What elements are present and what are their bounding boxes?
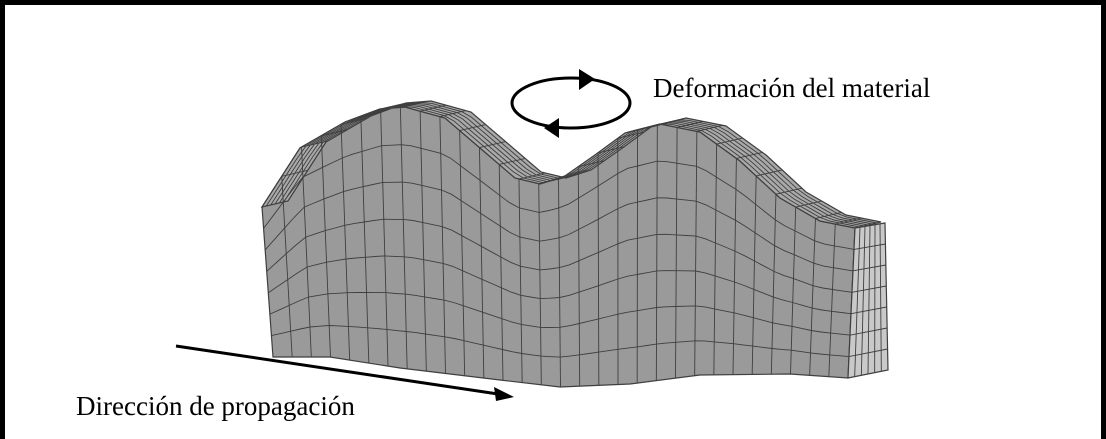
mesh-line (301, 147, 312, 358)
mesh-line (637, 123, 664, 131)
mesh-line (851, 285, 887, 293)
mesh-line (538, 177, 565, 185)
mesh-line (617, 131, 644, 139)
mesh-line (498, 164, 504, 381)
mesh-line (321, 129, 348, 137)
mesh-line (266, 218, 853, 293)
mesh-line (400, 100, 427, 108)
mesh-line (380, 102, 407, 110)
mesh-line (518, 178, 523, 383)
mesh-line (795, 200, 822, 208)
mesh-line (281, 176, 293, 358)
mesh-grid (263, 100, 888, 387)
mesh-line (854, 227, 861, 377)
mesh-line (263, 144, 855, 250)
mesh-line (597, 146, 625, 154)
mesh-line (558, 178, 561, 387)
front-face (261, 106, 856, 388)
mesh-line (478, 147, 485, 379)
mesh-line (459, 130, 466, 376)
mesh-line (852, 264, 886, 272)
mesh-line (419, 111, 427, 372)
mesh-line (301, 140, 328, 148)
mesh-line (657, 118, 684, 126)
mesh-line (732, 158, 737, 375)
mesh-line (360, 116, 370, 364)
rotation-arrowhead-bottom (544, 118, 559, 138)
rotation-arrowhead-top (579, 69, 595, 90)
mesh-line (271, 325, 850, 358)
propagation-arrow (175, 344, 514, 401)
top-surface (260, 100, 882, 229)
mesh-line (597, 152, 600, 386)
mesh-line (775, 187, 803, 195)
mesh-line (694, 131, 698, 376)
mesh-line (499, 158, 526, 165)
mesh-line (281, 169, 308, 177)
mesh-line (320, 135, 331, 358)
mesh-line (770, 194, 777, 375)
mesh-line (340, 117, 368, 125)
mesh-line (696, 124, 723, 132)
mesh-line (713, 144, 718, 375)
mesh-line (380, 108, 389, 367)
mesh-line (577, 166, 581, 387)
mesh-line (399, 107, 408, 369)
mesh-line (879, 223, 882, 372)
mesh-line (518, 172, 546, 180)
mesh-line (676, 120, 704, 128)
mesh-line (850, 306, 887, 315)
mesh-line (268, 255, 852, 315)
mesh-line (848, 348, 888, 358)
mesh-line (828, 224, 836, 377)
mesh-line (853, 243, 886, 250)
mesh-line (264, 181, 854, 272)
mesh-line (578, 160, 605, 168)
mesh-line (675, 127, 678, 379)
mesh-line (479, 141, 506, 148)
mesh-line (751, 175, 757, 375)
propagation-label: Dirección de propagación (76, 391, 355, 421)
mesh-line (459, 124, 486, 132)
mesh-line (809, 218, 816, 376)
mesh-line (736, 151, 763, 159)
mesh-line (790, 207, 797, 375)
mesh-line (439, 110, 467, 118)
mesh-line (558, 171, 585, 179)
mesh-line (860, 226, 866, 376)
mesh-line (716, 137, 743, 145)
mesh-line (867, 225, 871, 375)
mesh-line (269, 292, 851, 336)
mesh-line (340, 124, 351, 361)
mesh-block (260, 100, 889, 388)
mesh-line (835, 217, 862, 225)
rotation-icon (510, 69, 632, 138)
mesh-line (420, 104, 447, 112)
mesh-line (815, 211, 842, 219)
mesh-line (756, 169, 783, 177)
mesh-line (849, 327, 888, 336)
mesh-line (655, 124, 658, 381)
mesh-line (538, 183, 542, 385)
mesh-line (360, 109, 387, 117)
mesh-line (439, 116, 446, 374)
deformation-label: Deformación del material (653, 73, 931, 103)
